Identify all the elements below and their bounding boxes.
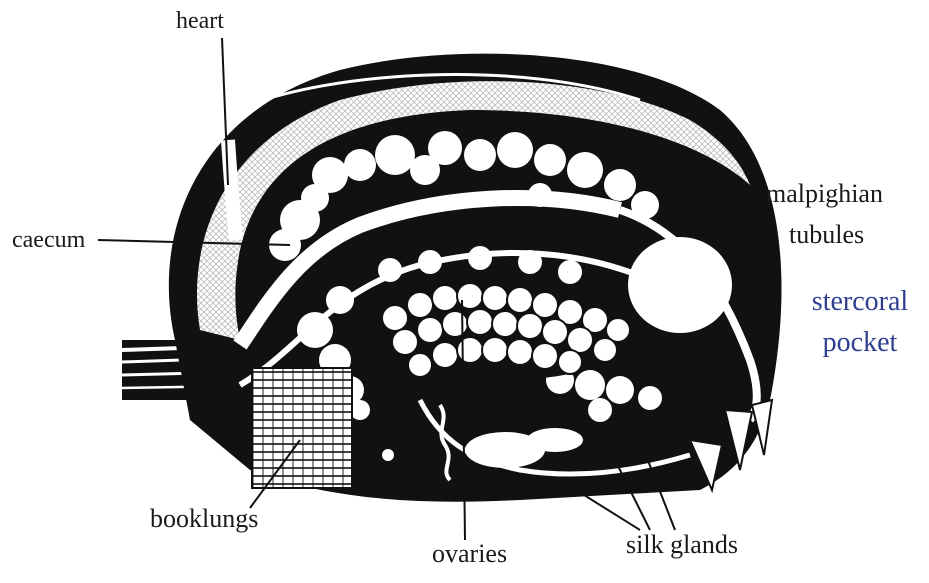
label-malpighian-line1: malpighian	[766, 180, 883, 209]
label-stercoral-line2: pocket	[795, 328, 925, 359]
label-stercoral-line1: stercoral	[795, 287, 925, 318]
ovaries-organ	[370, 280, 640, 380]
stercoral-pocket-organ	[628, 237, 732, 333]
label-caecum: caecum	[12, 227, 85, 253]
label-booklungs: booklungs	[150, 505, 258, 534]
label-silk-glands: silk glands	[626, 531, 738, 560]
label-heart: heart	[176, 8, 224, 34]
booklungs-organ	[252, 368, 352, 488]
label-malpighian-line2: tubules	[789, 221, 864, 250]
label-ovaries: ovaries	[432, 540, 507, 569]
